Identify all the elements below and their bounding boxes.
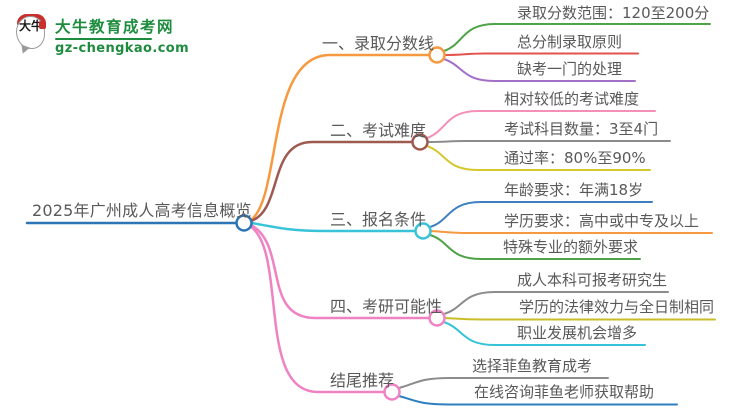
sub-2-3-label: 通过率：80%至90% [504, 149, 646, 167]
sub-5-1-label: 选择菲鱼教育成考 [472, 357, 593, 375]
branch-2-connector [249, 140, 414, 223]
logo-divider [55, 38, 152, 40]
sub-5-2-label: 在线咨询菲鱼老师获取帮助 [474, 383, 655, 401]
branch-3-node-circle [414, 222, 432, 240]
branch-2-node-circle [411, 133, 429, 151]
branch-4-node-circle [428, 309, 446, 327]
sub-2-1-label: 相对较低的考试难度 [504, 90, 640, 108]
branch-2-label: 二、考试难度 [330, 121, 427, 140]
sub-2-2-label: 考试科目数量：3至4门 [504, 120, 659, 138]
branch-3-connector [250, 221, 417, 233]
sub-1-3-connector [443, 58, 636, 82]
logo-icon-text: 大牛 [19, 19, 44, 33]
branch-5-label: 结尾推荐 [330, 371, 395, 390]
sub-4-2-label: 学历的法律效力与全日制相同 [519, 298, 715, 316]
sub-4-1-label: 成人本科可报考研究生 [517, 271, 668, 289]
branch-5-node-circle [383, 383, 401, 401]
central-topic-label: 2025年广州成人高考信息概览 [32, 201, 252, 220]
sub-3-1-label: 年龄要求：年满18岁 [504, 181, 644, 199]
sub-2-2-connector [427, 140, 671, 143]
sub-5-1-connector [398, 377, 609, 389]
sub-3-3-label: 特殊专业的额外要求 [503, 238, 639, 256]
sub-3-2-label: 学历要求：高中或中专及以上 [504, 212, 700, 230]
sub-4-3-connector [443, 321, 646, 346]
sub-1-3-label: 缺考一门的处理 [517, 60, 623, 78]
branch-5-connector [248, 224, 386, 394]
branch-1-node-circle [428, 46, 446, 64]
logo-mascot-icon: 大牛 [16, 14, 48, 56]
logo-bubble-tail [18, 44, 31, 56]
sub-5-2-connector [398, 395, 678, 406]
sub-3-3-connector [429, 234, 641, 260]
sub-4-2-connector [444, 317, 716, 321]
sub-3-2-connector [430, 230, 713, 234]
site-logo: 大牛 大牛教育成考网 gz-chengkao.com [16, 14, 189, 56]
logo-site-name: 大牛教育成考网 [55, 18, 175, 36]
logo-red-seal [39, 21, 46, 29]
sub-1-1-connector [443, 23, 711, 52]
branch-1-connector [249, 53, 431, 222]
sub-2-3-connector [426, 145, 651, 171]
branch-4-connector [249, 223, 431, 320]
sub-3-1-connector [429, 201, 653, 228]
sub-4-1-connector [443, 291, 669, 315]
sub-1-1-label: 录取分数范围：120至200分 [517, 4, 710, 22]
sub-4-3-label: 职业发展机会增多 [517, 324, 638, 342]
sub-1-2-label: 总分制录取原则 [517, 33, 623, 51]
branch-1-label: 一、录取分数线 [322, 34, 435, 53]
logo-site-domain: gz-chengkao.com [55, 41, 190, 56]
branch-3-label: 三、报名条件 [330, 210, 427, 229]
central-node-circle [235, 214, 253, 232]
sub-1-2-connector [444, 52, 639, 56]
branch-4-label: 四、考研可能性 [330, 297, 443, 316]
sub-2-1-connector [426, 110, 656, 139]
